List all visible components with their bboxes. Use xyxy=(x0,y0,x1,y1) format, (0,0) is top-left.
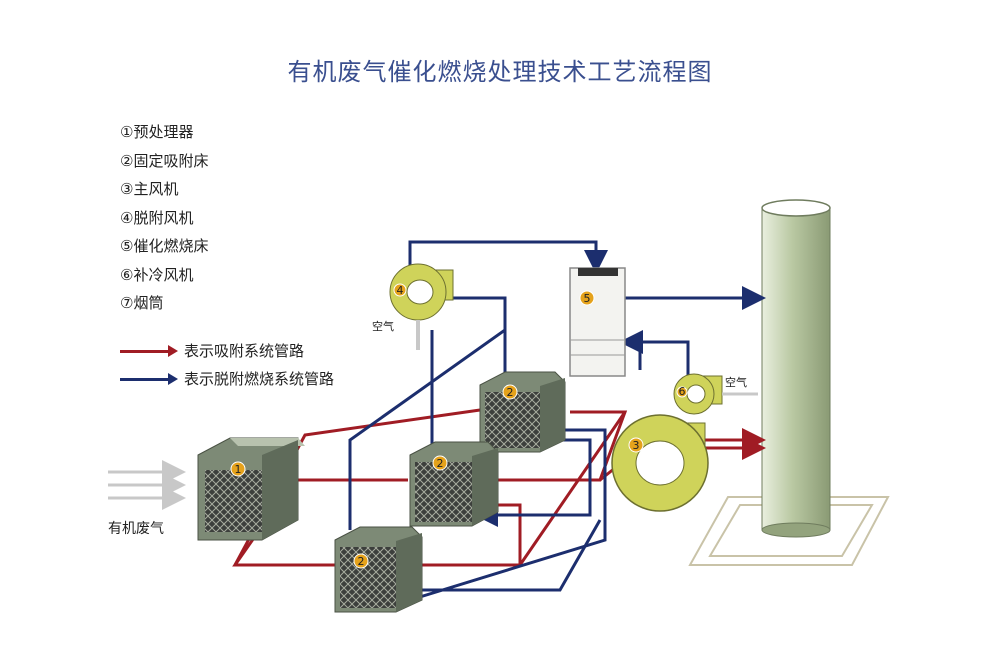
marker-2b-label: 2 xyxy=(437,457,444,470)
marker-6 xyxy=(676,386,688,398)
red-arrow-head xyxy=(168,345,178,357)
marker-3-label: 3 xyxy=(633,439,640,452)
cooling-fan xyxy=(673,373,758,415)
legend-item-cooling-fan: ⑥补冷风机 xyxy=(120,265,194,284)
legend-item-chimney: ⑦烟筒 xyxy=(120,294,164,312)
red-arrow-line xyxy=(120,350,172,353)
catalytic-bed xyxy=(569,267,626,377)
marker-2c-label: 2 xyxy=(358,555,365,568)
marker-6-label: 6 xyxy=(679,385,686,398)
pipe-legend-desorption-label: 表示脱附燃烧系统管路 xyxy=(184,370,335,388)
marker-3 xyxy=(628,437,644,453)
marker-1-label: 1 xyxy=(235,463,242,476)
marker-5 xyxy=(579,290,595,306)
legend-item-desorption-fan: ④脱附风机 xyxy=(120,208,194,227)
adsorption-bed-middle xyxy=(409,441,499,527)
marker-4-label: 4 xyxy=(397,284,404,297)
legend-item-pretreater: ①预处理器 xyxy=(120,123,194,141)
pipe-legend-desorption: 表示脱附燃烧系统管路 xyxy=(120,368,420,392)
chimney xyxy=(761,199,831,538)
pipe-legend-adsorption: 表示吸附系统管路 xyxy=(120,340,420,364)
inlet-label: 有机废气 xyxy=(108,521,164,537)
air-label-top: 空气 xyxy=(372,319,394,333)
marker-2c xyxy=(353,553,369,569)
legend-item-adsorption-bed: ②固定吸附床 xyxy=(120,151,209,170)
inlet-arrows xyxy=(108,460,186,510)
page-title: 有机废气催化燃烧处理技术工艺流程图 xyxy=(287,58,713,86)
marker-5-label: 5 xyxy=(584,292,591,305)
pipe-legend-adsorption-label: 表示吸附系统管路 xyxy=(184,342,305,360)
marker-1 xyxy=(230,461,246,477)
desorption-fan xyxy=(389,263,454,350)
blue-arrow-head xyxy=(168,373,178,385)
blue-arrow-line xyxy=(120,378,172,381)
legend-item-main-fan: ③主风机 xyxy=(120,180,179,198)
main-fan xyxy=(611,414,709,512)
pretreater xyxy=(197,437,305,541)
adsorption-bed-top xyxy=(479,371,566,453)
adsorption-bed-bottom xyxy=(334,526,423,613)
marker-4 xyxy=(393,283,407,297)
marker-2b xyxy=(432,455,448,471)
component-legend: ①预处理器 ②固定吸附床 ③主风机 ④脱附风机 ⑤催化燃烧床 ⑥补冷风机 ⑦烟筒 xyxy=(120,118,208,318)
legend-item-catalytic-bed: ⑤催化燃烧床 xyxy=(120,237,209,255)
air-label-right: 空气 xyxy=(725,375,747,389)
marker-2a-label: 2 xyxy=(507,386,514,399)
marker-2a xyxy=(502,384,518,400)
